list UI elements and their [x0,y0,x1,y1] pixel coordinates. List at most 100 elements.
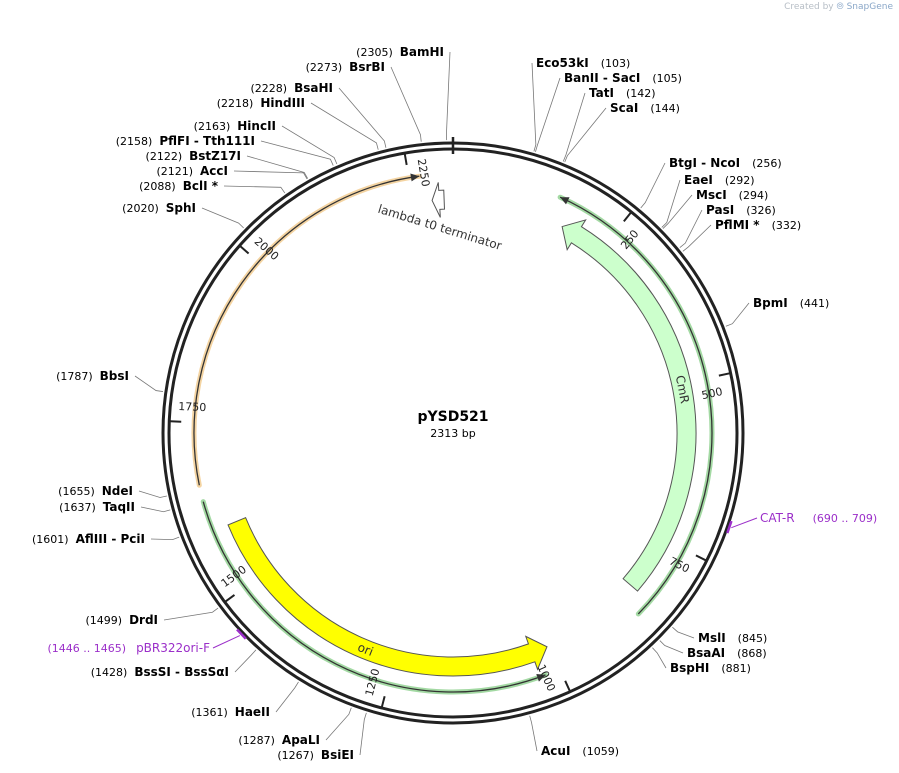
tick-1500 [225,594,236,603]
site-scai[interactable]: ScaI(144) [564,101,680,163]
site-btgi-ncoi[interactable]: BtgI - NcoI(256) [640,156,782,209]
feature-cmr[interactable]: CmR [561,219,697,592]
site-label-5: (2158)PflFI - Tth111I [116,134,255,148]
site-leader-17 [325,707,352,741]
site-bsssi-bsss-i[interactable]: (1428)BssSI - BssSαI [91,649,257,679]
feature-track-1 [191,173,422,488]
inner-arcs [191,173,715,695]
site-sphi[interactable]: (2020)SphI [122,201,244,229]
site-label-22: ScaI(144) [610,101,680,115]
site-label-27: PflMI *(332) [715,218,801,232]
site-tati[interactable]: TatI(142) [562,86,656,162]
site-leader-20 [535,77,561,152]
snapgene-logo-icon: ⦾ [836,2,844,12]
site-label-6: (2122)BstZ17I [146,149,241,163]
site-eaei[interactable]: EaeI(292) [661,173,755,228]
feature-label-2: ori [356,640,376,659]
site-label-8: (2088)BclI * [139,179,219,193]
site-leader-7 [233,170,308,180]
primer-pbr322ori-f[interactable]: (1446 .. 1465)pBR322ori-F [48,628,247,655]
primers: CAT-R(690 .. 709) (1446 .. 1465)pBR322ori… [48,511,878,655]
site-msli[interactable]: MslI(845) [672,626,767,645]
site-hindiii[interactable]: (2218)HindIII [217,96,379,150]
feature-shape-2[interactable] [227,517,548,677]
credit-prefix: Created by [784,2,834,12]
site-leader-11 [138,490,167,498]
site-msci[interactable]: MscI(294) [662,188,768,229]
site-afliii-pcii[interactable]: (1601)AflIII - PciI [32,532,180,546]
site-pflfi-tth111i[interactable]: (2158)PflFI - Tth111I [116,134,334,166]
site-bsphi[interactable]: BspHI(881) [652,647,751,675]
site-drdi[interactable]: (1499)DrdI [85,607,219,627]
tick-label-2250: 2250 [415,158,433,188]
site-leader-1 [390,66,422,142]
restriction-sites: (2305)BamHI(2273)BsrBI(2228)BsaHI(2218)H… [32,45,829,762]
site-leader-16 [275,681,299,713]
site-bsiei[interactable]: (1267)BsiEI [277,712,367,762]
site-bstz17i[interactable]: (2122)BstZ17I [146,149,309,179]
site-leader-3 [310,102,379,150]
site-label-14: (1499)DrdI [85,613,158,627]
site-leader-26 [679,209,703,248]
site-leader-28 [725,302,750,327]
site-label-19: Eco53kI(103) [536,56,630,70]
plasmid-title: pYSD521 2313 bp [417,409,488,440]
site-bbsi[interactable]: (1787)BbsI [56,369,164,392]
feature-shape-0[interactable] [431,182,446,218]
site-bsrbi[interactable]: (2273)BsrBI [306,60,422,142]
site-acui[interactable]: AcuI(1059) [529,715,619,758]
site-ndei[interactable]: (1655)NdeI [58,484,167,498]
site-label-21: TatI(142) [589,86,656,100]
site-label-26: PasI(326) [706,203,776,217]
site-label-7: (2121)AccI [156,164,228,178]
feature-lambda-t0-terminator[interactable]: lambda t0 terminator [376,182,504,253]
site-bsahi[interactable]: (2228)BsaHI [251,81,387,148]
site-leader-18 [359,712,367,756]
tick-1250 [380,696,386,708]
credit-brand: SnapGene [846,2,893,12]
site-pflmi[interactable]: PflMI *(332) [682,218,801,252]
site-leader-4 [281,125,338,165]
site-label-0: (2305)BamHI [356,45,444,59]
site-eco53ki[interactable]: Eco53kI(103) [531,56,630,152]
site-leader-24 [661,179,681,228]
site-bcli[interactable]: (2088)BclI * [139,179,286,194]
site-pasi[interactable]: PasI(326) [679,203,776,248]
tick-2000 [239,245,250,255]
site-bsaai[interactable]: BsaAI(868) [659,640,767,660]
primer-leader-1 [212,635,241,649]
site-leader-30 [659,640,684,654]
site-label-31: BspHI(881) [670,661,751,675]
site-label-10: (1787)BbsI [56,369,129,383]
site-apali[interactable]: (1287)ApaLI [238,707,352,747]
site-label-25: MscI(294) [696,188,768,202]
site-label-15: (1428)BssSI - BssSαI [91,665,229,679]
feature-track-arrow-0 [560,197,570,205]
site-acci[interactable]: (2121)AccI [156,164,308,180]
site-leader-8 [223,185,286,194]
feature-shape-1[interactable] [561,219,697,592]
site-haeii[interactable]: (1361)HaeII [191,681,299,719]
feature-ori[interactable]: ori [227,517,548,677]
feature-track-arrow-1 [410,173,420,182]
site-leader-19 [531,62,537,152]
site-bamhi[interactable]: (2305)BamHI [356,45,451,141]
primer-label-0: CAT-R(690 .. 709) [760,511,877,525]
tick-500 [718,372,730,377]
feature-track-line-2 [202,501,546,693]
site-leader-27 [682,224,712,252]
site-hincii[interactable]: (2163)HincII [194,119,338,165]
feature-track-line-1 [193,175,420,486]
site-leader-23 [640,162,666,209]
site-taqii[interactable]: (1637)TaqII [59,500,171,514]
site-label-3: (2218)HindIII [217,96,305,110]
tick-1000 [564,680,571,692]
site-label-2: (2228)BsaHI [251,81,333,95]
site-banii-saci[interactable]: BanII - SacI(105) [535,71,682,152]
primer-mark-0 [726,520,733,534]
tick-250 [623,212,632,222]
primer-cat-r[interactable]: CAT-R(690 .. 709) [726,511,877,534]
site-leader-22 [564,107,607,163]
site-bpmi[interactable]: BpmI(441) [725,296,829,327]
primer-mark-1 [236,628,247,640]
